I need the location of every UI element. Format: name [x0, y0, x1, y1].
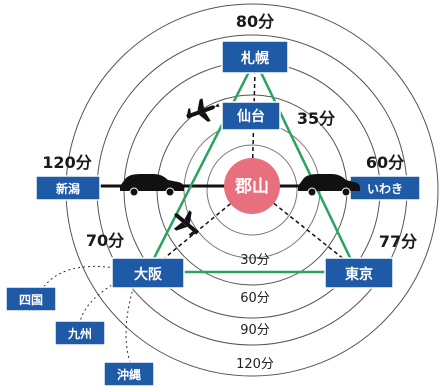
hub: 郡山 [224, 158, 280, 214]
hub-label: 郡山 [234, 177, 269, 197]
niigata-box [35, 175, 101, 201]
extra-kyushu: 九州 [54, 320, 106, 346]
tokyo-label: 東京 [345, 266, 373, 283]
shikoku-box [5, 286, 57, 312]
okinawa-box [103, 361, 155, 387]
sendai-time: 35分 [297, 109, 335, 128]
sapporo-time: 80分 [236, 12, 274, 31]
shikoku-label: 四国 [19, 293, 43, 307]
tokyo-time: 77分 [379, 232, 417, 251]
ring-label-90: 90分 [240, 323, 270, 338]
connector-shikoku [39, 265, 116, 293]
iwaki-time: 60分 [366, 153, 404, 172]
car-icon [298, 174, 360, 197]
ring-inner-a [206, 144, 298, 236]
kyushu-label: 九州 [67, 326, 92, 341]
sapporo-box [221, 40, 289, 74]
tokyo-box [324, 257, 394, 289]
sendai-label: 仙台 [237, 108, 265, 125]
niigata-time: 120分 [42, 153, 91, 172]
car-icon [120, 174, 184, 197]
iwaki-box [349, 175, 421, 201]
destination-sendai: 仙台 35分 [221, 101, 335, 131]
triangle-left-edge [146, 59, 257, 271]
osaka-time: 70分 [86, 231, 124, 250]
sapporo-label: 札幌 [240, 50, 269, 67]
sendai-box [221, 101, 281, 131]
ring-label-30: 30分 [240, 253, 270, 268]
triangle-right-edge [253, 59, 357, 269]
ring-labels: 30分 60分 90分 120分 [236, 253, 274, 372]
destination-tokyo: 77分 東京 [324, 232, 417, 289]
ring-label-60: 60分 [240, 291, 270, 306]
destination-sapporo: 80分 札幌 [221, 12, 289, 74]
hub-circle [224, 158, 280, 214]
destination-osaka: 70分 大阪 [86, 231, 185, 289]
kyushu-box [54, 320, 106, 346]
niigata-label: 新潟 [56, 181, 80, 196]
plane-icon [184, 98, 220, 122]
extra-shikoku: 四国 [5, 286, 57, 312]
extra-okinawa: 沖縄 [103, 361, 155, 387]
okinawa-label: 沖縄 [117, 367, 141, 382]
plane-icon [173, 210, 200, 236]
ring-label-120: 120分 [236, 357, 274, 372]
iwaki-label: いわき [367, 182, 403, 196]
osaka-box [111, 257, 185, 289]
connector-okinawa [125, 281, 136, 363]
destination-iwaki: 60分 いわき [349, 153, 421, 201]
destination-niigata: 120分 新潟 [35, 153, 101, 201]
osaka-label: 大阪 [134, 266, 163, 283]
